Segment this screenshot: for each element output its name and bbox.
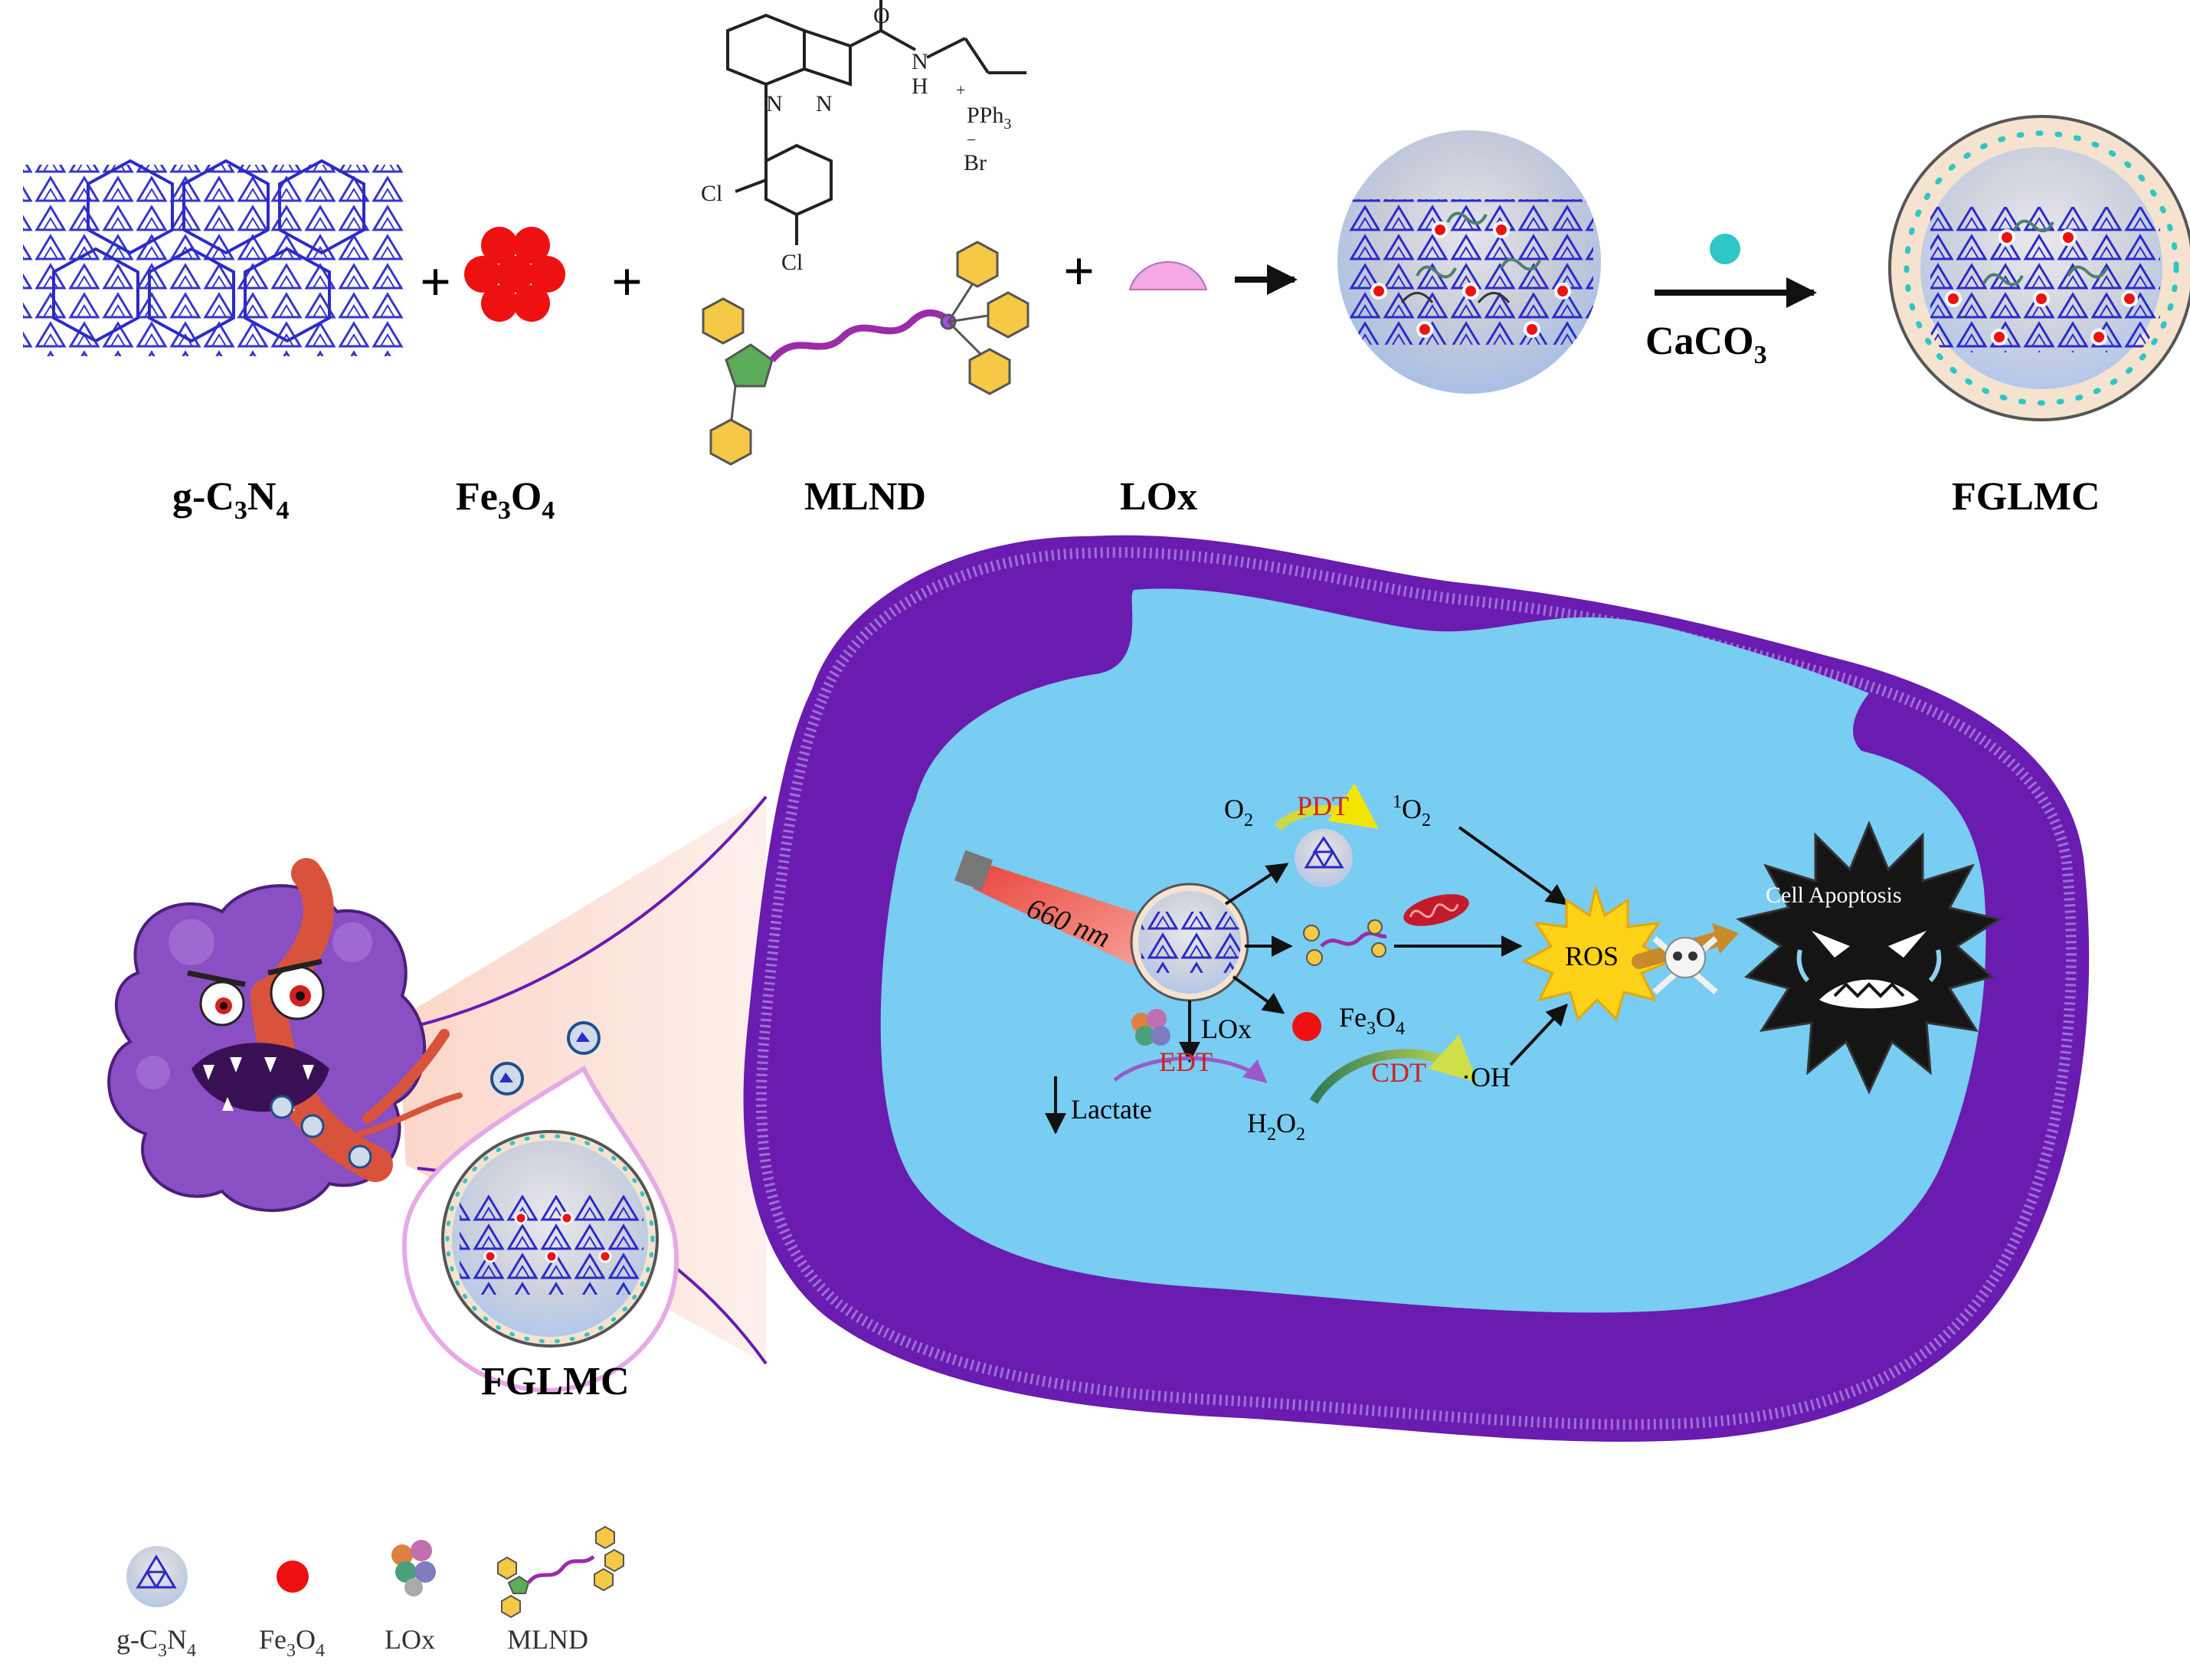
mol-carbonyl-o: O <box>873 3 890 28</box>
legend: g-C3N4 Fe3O4 LOx MLND <box>116 1525 624 1661</box>
svg-text:O2: O2 <box>1224 794 1253 830</box>
mol-br-charge: − <box>967 130 976 149</box>
fglmc-label-top: FGLMC <box>1952 475 2100 519</box>
arrow-to-pdt <box>1224 863 1289 905</box>
mol-ring-n2: N <box>816 91 833 116</box>
plus-sign-1: + <box>420 251 451 313</box>
edt-arc-arrow <box>1113 1056 1268 1083</box>
fe3o4-dot-icon <box>277 1560 309 1593</box>
lox-label: LOx <box>1120 475 1197 519</box>
svg-text:H2O2: H2O2 <box>1247 1108 1305 1145</box>
legend-item-lox: LOx <box>385 1540 436 1655</box>
plus-sign-2: + <box>611 251 643 313</box>
lactate-label: Lactate <box>1071 1094 1152 1125</box>
gcn-lattice-structure <box>23 159 406 356</box>
free-nanoparticles <box>490 1021 601 1095</box>
arrow-to-fe3o4 <box>1232 975 1285 1014</box>
fe3o4-cluster-icon <box>464 227 565 322</box>
intermediate-sphere <box>1337 130 1601 394</box>
apoptotic-cell <box>1736 820 2002 1095</box>
mol-cl1: Cl <box>701 181 722 206</box>
pdt-label: PDT <box>1297 791 1349 821</box>
tumor-mouth <box>192 1043 329 1112</box>
mol-nh-n: N <box>912 49 928 74</box>
svg-text:1O2: 1O2 <box>1393 792 1431 830</box>
lox-enzyme-icon <box>391 1540 436 1596</box>
svg-text:Fe3O4: Fe3O4 <box>1339 1002 1405 1039</box>
svg-text:Fe3O4: Fe3O4 <box>259 1624 325 1661</box>
ros-label: ROS <box>1565 941 1619 971</box>
edt-label: EDT <box>1159 1046 1213 1077</box>
apoptotic-cell-face <box>1796 931 1942 1009</box>
released-fe3o4-dot <box>1292 1012 1321 1041</box>
gcn-label: g-C <box>172 475 234 519</box>
mlnd-molecule-icon <box>497 1525 624 1619</box>
mol-pph3-charge: + <box>956 80 965 100</box>
fglmc-label-drop: FGLMC <box>481 1360 630 1403</box>
gcn-particle-icon <box>126 1546 188 1607</box>
lox-enzyme-cell-icon <box>1131 1009 1170 1046</box>
caco3-dot-icon <box>1710 234 1740 264</box>
h2o2-label: H <box>1247 1108 1267 1138</box>
singlet-o2-label: 1 <box>1393 792 1402 812</box>
svg-text:LOx: LOx <box>385 1624 435 1655</box>
pdt-arc-arrow <box>1274 783 1379 831</box>
cdt-label: CDT <box>1371 1057 1426 1088</box>
svg-text:g-C3N4: g-C3N4 <box>172 475 289 525</box>
skull-icon <box>1652 935 1718 995</box>
mlnd-label: MLND <box>804 475 926 519</box>
nanoparticles-in-vessel <box>270 1095 372 1169</box>
ros-burst <box>1521 884 1673 1021</box>
o2-label: O <box>1224 794 1244 824</box>
oh-radical-label: ·OH <box>1462 1062 1511 1092</box>
synthesis-scheme: g-C3N4 + Fe3O4 + <box>23 0 2190 525</box>
lox-dome-icon <box>1128 261 1208 290</box>
cdt-arc-arrow <box>1309 1034 1478 1105</box>
cytoplasm <box>880 588 1986 1313</box>
mol-br: Br <box>964 150 987 175</box>
mlnd-cartoon-icon <box>702 241 1030 466</box>
pdt-gcn-particle <box>1295 829 1353 887</box>
mol-cl2: Cl <box>781 250 803 275</box>
caco3-label: CaCO <box>1645 319 1754 363</box>
released-mlnd-icon <box>1303 919 1387 966</box>
svg-text:MLND: MLND <box>507 1624 588 1655</box>
tumor-character <box>107 858 463 1212</box>
cell-apoptosis-label: Cell Apoptosis <box>1766 883 1902 908</box>
fe3o4-label: Fe <box>456 475 498 519</box>
mlnd-chemical-structure <box>726 0 1026 245</box>
fe3o4-cell-label: Fe <box>1339 1002 1367 1033</box>
legend-item-gcn: g-C3N4 <box>116 1546 196 1661</box>
center-fglmc-particle <box>1130 883 1249 1002</box>
svg-text:g-C3N4: g-C3N4 <box>116 1624 196 1661</box>
arrow-1o2-to-ros <box>1458 826 1569 905</box>
legend-item-fe3o4: Fe3O4 <box>259 1560 325 1661</box>
mol-nh-h: H <box>912 74 928 99</box>
mol-ring-n1: N <box>766 91 783 116</box>
legend-item-mlnd: MLND <box>497 1525 624 1655</box>
mitochondria-icon <box>1403 894 1469 926</box>
svg-text:Fe3O4: Fe3O4 <box>456 475 555 525</box>
mol-pph3: PPh3 <box>967 103 1011 133</box>
plus-sign-3: + <box>1063 241 1095 302</box>
fglmc-drop-callout: FGLMC <box>401 1065 679 1403</box>
fglmc-sphere <box>1888 115 2190 421</box>
cell-scene: FGLMC 660 nm O2 PDT 1O2 <box>107 535 2090 1443</box>
svg-text:CaCO3: CaCO3 <box>1645 319 1767 369</box>
arrow-oh-to-ros <box>1509 1003 1568 1066</box>
lox-step-label: LOx <box>1201 1014 1252 1044</box>
